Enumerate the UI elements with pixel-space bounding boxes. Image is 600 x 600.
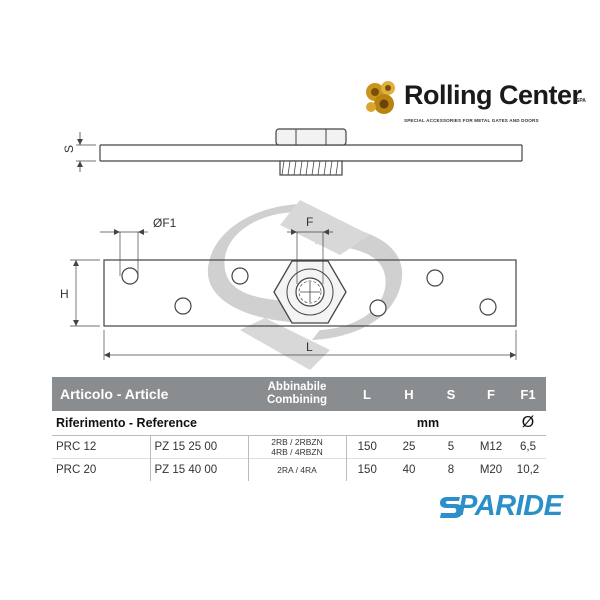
diameter-icon: Ø (521, 414, 535, 431)
table-subheader-row: Riferimento - Reference mm Ø (52, 411, 546, 436)
brand-name: Rolling Center (404, 80, 582, 110)
brand-tagline: SPECIAL ACCESSORIES FOR METAL GATES AND … (404, 118, 539, 123)
cell-combining: 2RA / 4RA (247, 458, 346, 481)
header-combining: Abbinabile Combining (248, 377, 346, 411)
cell-code: PZ 15 40 00 (149, 458, 248, 481)
dealer-name: PARIDE (458, 490, 563, 522)
cell-f: M20 (472, 458, 510, 481)
cell-combining-line1: 2RA / 4RA (277, 465, 317, 475)
table-header-row: Articolo - Article Abbinabile Combining … (52, 377, 546, 411)
cell-f: M12 (472, 435, 510, 459)
cell-article: PRC 20 (52, 458, 150, 481)
wheels-logo-icon (366, 81, 395, 114)
cell-h: 25 (388, 435, 430, 459)
dim-label-h: H (60, 287, 69, 301)
header-combining-en: Combining (266, 394, 328, 406)
header-article: Articolo - Article (52, 377, 248, 411)
header-l: L (346, 377, 388, 411)
header-h: H (388, 377, 430, 411)
hole-icon (231, 267, 249, 285)
cell-s: 5 (430, 435, 472, 459)
cell-f1: 10,2 (510, 458, 546, 481)
cell-s: 8 (430, 458, 472, 481)
hole-icon (426, 269, 444, 287)
side-view (76, 128, 523, 176)
hole-icon (174, 297, 192, 315)
subheader-unit: mm (416, 416, 440, 430)
cell-code: PZ 15 25 00 (149, 435, 248, 459)
table-row: PRC 12 PZ 15 25 00 2RB / 2RBZN 4RB / 4RB… (52, 435, 546, 459)
hole-icon (121, 267, 139, 285)
top-view (70, 229, 517, 360)
dim-label-f1: ØF1 (153, 216, 177, 230)
cell-combining: 2RB / 2RBZN 4RB / 4RBZN (247, 435, 346, 459)
cell-l: 150 (345, 458, 388, 481)
header-s: S (430, 377, 472, 411)
hole-icon (479, 298, 497, 316)
dim-label-l: L (306, 340, 313, 354)
cell-combining-line1: 2RB / 2RBZN (271, 437, 323, 447)
header-f: F (472, 377, 510, 411)
table-row: PRC 20 PZ 15 40 00 2RA / 4RA 150 40 8 M2… (52, 458, 546, 481)
technical-drawing: S (60, 128, 523, 370)
cell-f1: 6,5 (510, 435, 546, 459)
paride-s-mark-icon (440, 497, 463, 518)
paride-logo: PARIDE (438, 490, 598, 522)
subheader-reference: Riferimento - Reference (56, 416, 198, 430)
dim-label-s: S (62, 145, 76, 153)
rolling-center-logo: Rolling Center SPA SPECIAL ACCESSORIES F… (362, 78, 592, 128)
header-combining-it: Abbinabile (267, 381, 327, 393)
hole-icon (369, 299, 387, 317)
spec-table: Articolo - Article Abbinabile Combining … (52, 377, 546, 481)
plate-outline (103, 259, 517, 327)
brand-suffix: SPA (576, 98, 586, 104)
header-f1: F1 (510, 377, 546, 411)
cell-article: PRC 12 (52, 435, 150, 459)
cell-h: 40 (388, 458, 430, 481)
hex-nut (275, 128, 347, 146)
dim-label-f: F (306, 215, 313, 229)
cell-l: 150 (345, 435, 388, 459)
cell-combining-line2: 4RB / 4RBZN (271, 447, 323, 457)
